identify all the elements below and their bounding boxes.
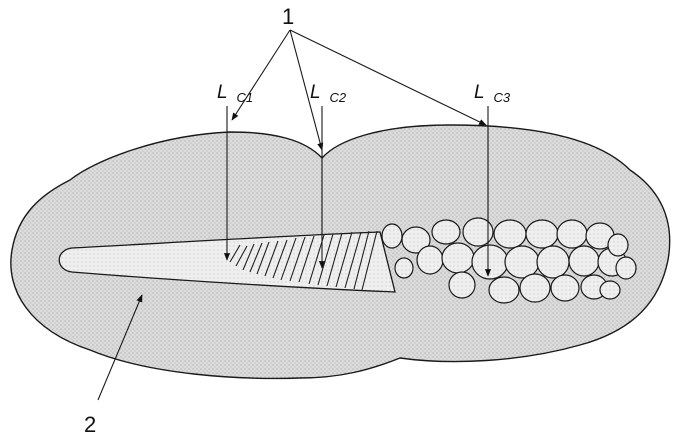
lc1-label: L C1 xyxy=(217,82,253,105)
callout-1-leaders xyxy=(231,29,487,151)
lc3-main: L xyxy=(474,82,484,103)
hatch-marks xyxy=(229,230,378,291)
lc1-sub: C1 xyxy=(237,90,254,105)
lc2-label: L C2 xyxy=(310,82,347,105)
lc2-sub: C2 xyxy=(330,90,347,105)
lc2-main: L xyxy=(310,82,320,103)
bubble-cluster xyxy=(381,217,637,304)
callout-1-label: 1 xyxy=(282,4,294,29)
lc3-label: L C3 xyxy=(474,82,511,105)
callout-2-leader xyxy=(97,294,143,401)
lc3-sub: C3 xyxy=(494,90,511,105)
lc-arrows xyxy=(223,106,492,277)
callout-2-label: 2 xyxy=(84,412,96,437)
lc1-main: L xyxy=(217,82,227,103)
